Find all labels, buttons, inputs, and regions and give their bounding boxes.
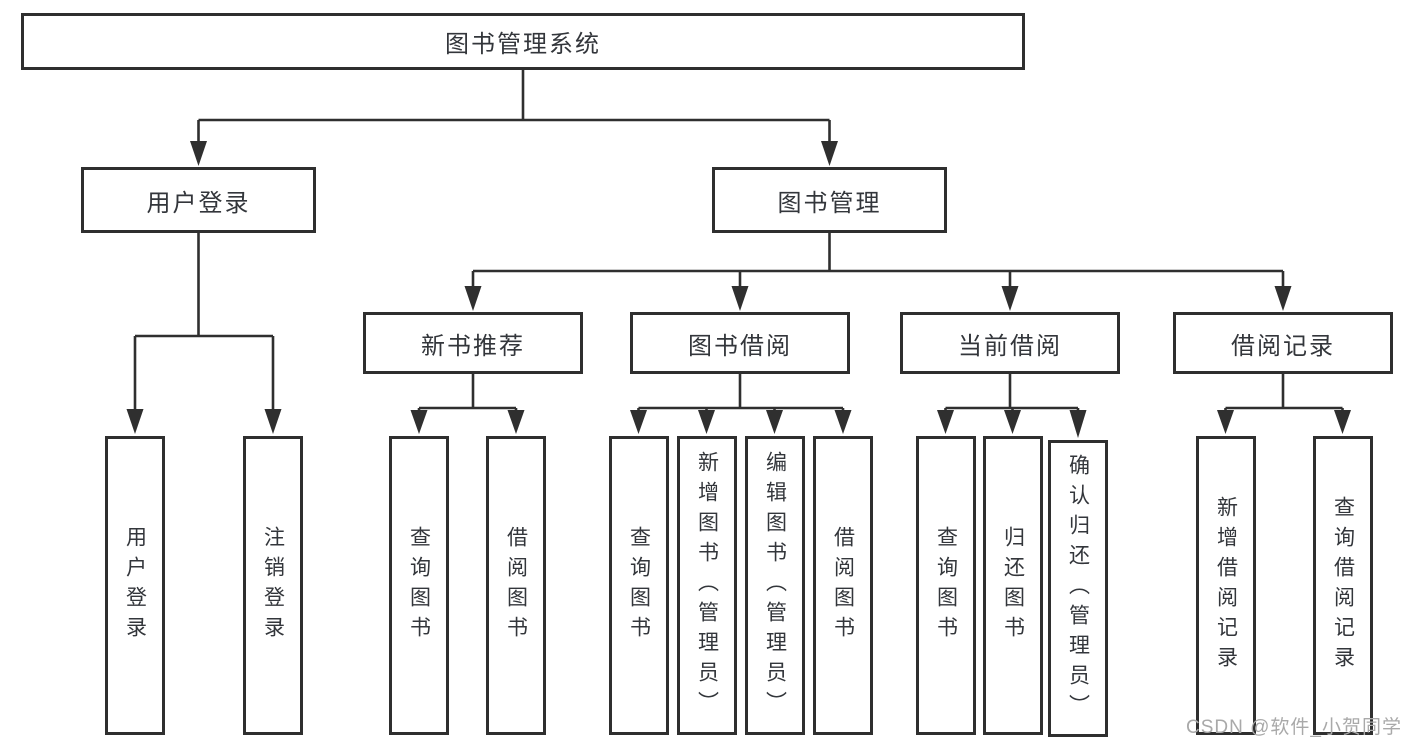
leaf-records-add-record-label: 新增借阅记录	[1214, 495, 1238, 676]
connector-book-borrow-to-leaves	[630, 374, 852, 434]
node-new-book-recommend: 新书推荐	[363, 312, 583, 374]
arrow-head	[834, 410, 852, 434]
leaf-newbook-query-books-label: 查询图书	[407, 525, 431, 646]
leaf-logout-login-label: 注销登录	[261, 525, 285, 646]
arrow-head	[190, 141, 207, 166]
leaf-current-query-books-label: 查询图书	[934, 525, 958, 646]
leaf-borrow-query-books: 查询图书	[609, 436, 669, 735]
leaf-current-confirm-return-admin-label: 确认归还（管理员）	[1066, 453, 1090, 724]
node-book-borrowing: 图书借阅	[630, 312, 850, 374]
connector-current-borrow-to-leaves	[937, 374, 1087, 438]
node-current-borrowing-label: 当前借阅	[958, 332, 1062, 360]
leaf-borrow-query-books-label: 查询图书	[627, 525, 651, 646]
leaf-borrow-borrow-books-label: 借阅图书	[831, 525, 855, 646]
connector-user-login-to-leaves	[126, 233, 282, 434]
node-book-management: 图书管理	[712, 167, 947, 233]
arrow-head	[507, 410, 525, 434]
node-user-login-label: 用户登录	[146, 189, 251, 217]
node-current-borrowing: 当前借阅	[900, 312, 1120, 374]
connector-new-book-to-leaves	[410, 374, 525, 434]
leaf-borrow-add-books-admin: 新增图书（管理员）	[677, 436, 737, 735]
leaf-borrow-add-books-admin-label: 新增图书（管理员）	[695, 450, 719, 721]
connector-borrow-records-to-leaves	[1217, 374, 1351, 434]
arrow-head	[1069, 410, 1087, 438]
leaf-records-add-record: 新增借阅记录	[1196, 436, 1256, 735]
leaf-borrow-borrow-books: 借阅图书	[813, 436, 873, 735]
leaf-records-query-record-label: 查询借阅记录	[1331, 495, 1355, 676]
arrow-head	[1334, 410, 1351, 434]
leaf-user-login-label: 用户登录	[123, 525, 147, 646]
arrow-head	[1004, 410, 1021, 434]
arrow-head	[264, 409, 282, 434]
leaf-user-login: 用户登录	[105, 436, 165, 735]
arrow-head	[698, 410, 715, 434]
leaf-borrow-edit-books-admin-label: 编辑图书（管理员）	[763, 450, 787, 721]
node-library-system-label: 图书管理系统	[445, 31, 601, 58]
leaf-newbook-borrow-books-label: 借阅图书	[504, 525, 528, 646]
node-borrow-records: 借阅记录	[1173, 312, 1393, 374]
arrow-head	[126, 409, 144, 434]
arrow-head	[1274, 286, 1292, 311]
leaf-borrow-edit-books-admin: 编辑图书（管理员）	[745, 436, 805, 735]
node-user-login: 用户登录	[81, 167, 316, 233]
connector-root-to-level1	[190, 70, 838, 166]
arrow-head	[464, 286, 482, 311]
node-library-system: 图书管理系统	[21, 13, 1025, 70]
leaf-current-confirm-return-admin: 确认归还（管理员）	[1048, 440, 1108, 737]
arrow-head	[1217, 410, 1234, 434]
arrow-head	[731, 286, 749, 311]
node-book-management-label: 图书管理	[777, 189, 882, 217]
connector-book-management-to-level2	[464, 233, 1292, 311]
leaf-records-query-record: 查询借阅记录	[1313, 436, 1373, 735]
arrow-head	[766, 410, 783, 434]
leaf-newbook-borrow-books: 借阅图书	[486, 436, 546, 735]
arrow-head	[937, 410, 954, 434]
node-book-borrowing-label: 图书借阅	[688, 332, 792, 360]
leaf-newbook-query-books: 查询图书	[389, 436, 449, 735]
leaf-logout-login: 注销登录	[243, 436, 303, 735]
leaf-current-return-books: 归还图书	[983, 436, 1043, 735]
leaf-current-query-books: 查询图书	[916, 436, 976, 735]
csdn-watermark: CSDN @软件_小贺同学	[1186, 717, 1402, 738]
arrow-head	[410, 410, 428, 434]
node-borrow-records-label: 借阅记录	[1231, 332, 1335, 360]
leaf-current-return-books-label: 归还图书	[1001, 525, 1025, 646]
arrow-head	[1001, 286, 1019, 311]
arrow-head	[821, 141, 838, 166]
arrow-head	[630, 410, 647, 434]
node-new-book-recommend-label: 新书推荐	[421, 332, 525, 360]
